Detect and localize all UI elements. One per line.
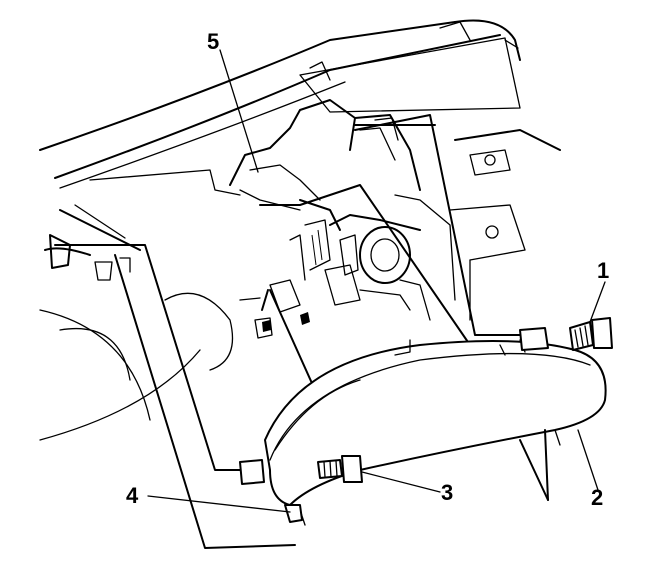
screw-1-icon bbox=[569, 317, 613, 351]
left-bezel-bracket bbox=[49, 169, 241, 281]
callout-1: 1 bbox=[597, 258, 609, 283]
callout-4: 4 bbox=[126, 483, 139, 508]
callout-2: 2 bbox=[591, 485, 603, 510]
callout-5: 5 bbox=[207, 29, 219, 54]
leader-lines bbox=[147, 49, 606, 513]
dashboard-outline bbox=[39, 19, 561, 441]
instrument-cluster bbox=[239, 327, 607, 526]
screw-3-icon bbox=[317, 455, 363, 483]
steering-column-assembly bbox=[229, 99, 456, 339]
mounting-frame-lines bbox=[54, 114, 526, 549]
callout-3: 3 bbox=[441, 480, 453, 505]
